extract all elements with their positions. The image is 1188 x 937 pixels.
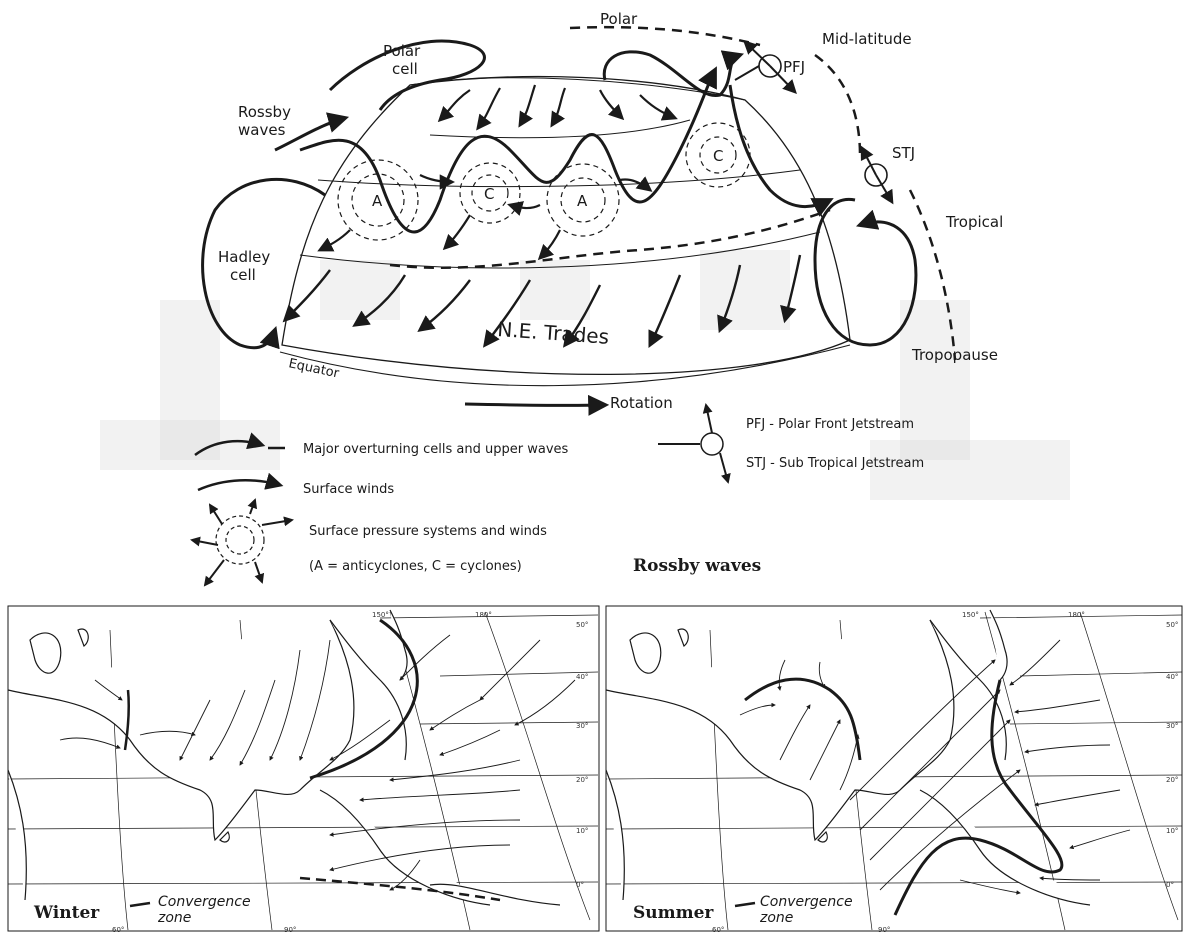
label-rossby-waves: Rossby waves: [238, 103, 296, 139]
winter-tick-90: 90°: [284, 926, 296, 934]
summer-tick-lat40: 40°: [1166, 673, 1178, 681]
label-mid-latitude: Mid-latitude: [822, 30, 912, 48]
equator-line: [280, 345, 850, 386]
label-rotation: Rotation: [610, 394, 673, 412]
legend: Major overturning cells and upper waves …: [192, 405, 924, 585]
label-tropopause: Tropopause: [911, 346, 998, 364]
winter-tick-lat10: 10°: [576, 827, 588, 835]
label-tropical: Tropical: [945, 213, 1003, 231]
legend-overturning: Major overturning cells and upper waves: [303, 442, 569, 457]
polar-dashed-wave: [570, 27, 760, 45]
legend-pressure-note: (A = anticyclones, C = cyclones): [309, 559, 522, 574]
hadley-line1: Hadley: [218, 248, 270, 266]
label-a2: A: [577, 192, 588, 210]
rossby-line2: waves: [238, 121, 286, 139]
legend-surface-winds: Surface winds: [303, 482, 394, 497]
winter-tick-150: 150°: [372, 611, 389, 619]
winter-tick-lat20: 20°: [576, 776, 588, 784]
stj-symbol: [862, 148, 892, 202]
summer-tick-180: 180°: [1068, 611, 1085, 619]
globe-diagram: Polar Mid-latitude Polar cell Rossby wav…: [203, 10, 1004, 412]
summer-map: Summer Convergence zone 60° 90° 150° 180…: [606, 606, 1182, 934]
winter-map: Winter Convergence zone 60° 90° 150° 180…: [8, 606, 599, 934]
jet-path: [730, 85, 830, 207]
label-c2: C: [713, 147, 723, 165]
winter-tick-180: 180°: [475, 611, 492, 619]
legend-pfj-definition: PFJ - Polar Front Jetstream: [746, 417, 914, 432]
polar-cell-line1: Polar: [383, 42, 421, 60]
winter-season-label: Winter: [33, 903, 100, 923]
polar-cell-line2: cell: [392, 60, 418, 78]
label-hadley-cell: Hadley cell: [218, 248, 275, 284]
rossby-wave: [300, 70, 715, 232]
watermark: [100, 250, 1070, 500]
label-polar: Polar: [600, 10, 638, 28]
summer-tick-lat30: 30°: [1166, 722, 1178, 730]
label-polar-cell: Polar cell: [383, 42, 425, 78]
winter-tick-lat50: 50°: [576, 621, 588, 629]
summer-tick-lat20: 20°: [1166, 776, 1178, 784]
label-stj: STJ: [892, 144, 915, 162]
label-ne-trades: N.E. Trades: [497, 317, 610, 349]
legend-stj-definition: STJ - Sub Tropical Jetstream: [746, 456, 924, 471]
summer-tick-lat10: 10°: [1166, 827, 1178, 835]
winter-tick-lat0: 0°: [576, 881, 584, 889]
hadley-line2: cell: [230, 266, 256, 284]
winter-tick-60: 60°: [112, 926, 124, 934]
label-pfj: PFJ: [783, 58, 805, 76]
winter-convergence-line1: Convergence: [158, 894, 251, 910]
mid-latitude-dashed: [815, 55, 860, 155]
winter-convergence-line2: zone: [157, 910, 191, 926]
summer-tick-60: 60°: [712, 926, 724, 934]
latitude-line-mid: [430, 120, 690, 138]
legend-jet-symbol: [658, 405, 728, 482]
winter-tick-lat40: 40°: [576, 673, 588, 681]
winter-tick-lat30: 30°: [576, 722, 588, 730]
summer-tick-lat0: 0°: [1166, 881, 1174, 889]
legend-pressure-systems: Surface pressure systems and winds: [309, 524, 547, 539]
section-title: Rossby waves: [633, 556, 761, 576]
legend-pressure-symbol: [192, 500, 292, 585]
polar-cell-loop-right: [604, 52, 740, 96]
rotation-arrow: [465, 404, 605, 405]
legend-surface-winds-symbol: [198, 480, 280, 490]
summer-convergence-line2: zone: [759, 910, 793, 926]
polar-wind-arrows: [440, 85, 675, 128]
latitude-line-sub: [318, 170, 800, 187]
summer-season-label: Summer: [633, 903, 714, 923]
summer-convergence-line1: Convergence: [760, 894, 853, 910]
label-a1: A: [372, 192, 383, 210]
rossby-line1: Rossby: [238, 103, 291, 121]
summer-tick-lat50: 50°: [1166, 621, 1178, 629]
summer-tick-90: 90°: [878, 926, 890, 934]
summer-tick-150: 150°: [962, 611, 979, 619]
label-c1: C: [484, 185, 494, 203]
